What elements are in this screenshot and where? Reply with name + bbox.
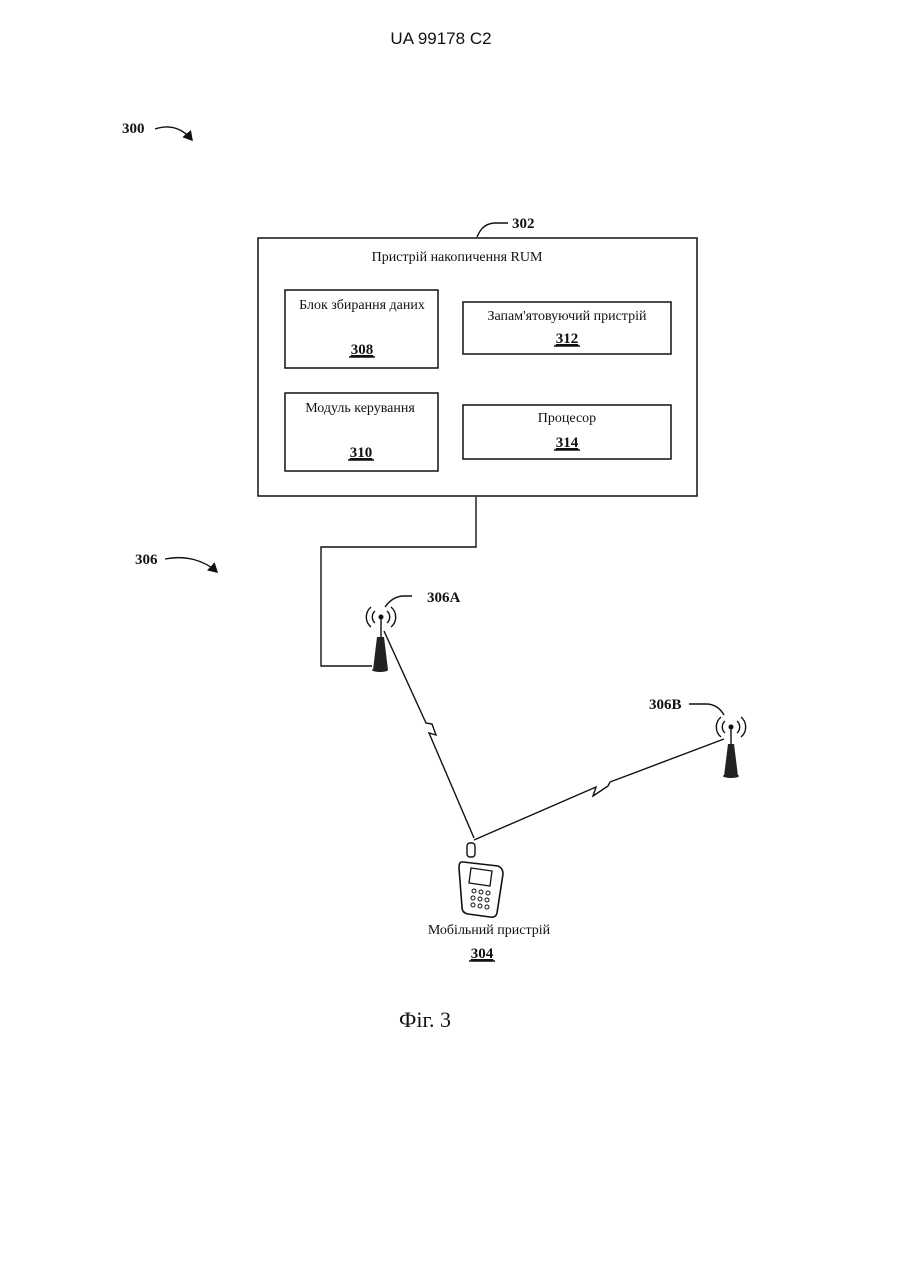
mobile-device-label: Мобільний пристрій	[428, 923, 551, 938]
ref-306a-leader	[385, 596, 412, 607]
data-collection-number: 308	[351, 342, 374, 358]
ref-300-label: 300	[122, 121, 145, 137]
rum-device-title: Пристрій накопичення RUM	[372, 250, 543, 265]
figure-caption: Фіг. 3	[399, 1007, 451, 1032]
wireless-link-306b	[474, 739, 724, 840]
antenna-306a-icon	[366, 607, 395, 672]
control-module-number: 310	[350, 445, 373, 461]
mobile-device-number: 304	[471, 946, 494, 962]
processor-label: Процесор	[538, 411, 596, 426]
ref-300-arrow	[155, 127, 192, 140]
wired-link	[321, 497, 476, 666]
patent-number: UA 99178 C2	[390, 29, 491, 48]
control-module-label: Модуль керування	[305, 401, 415, 416]
memory-number: 312	[556, 331, 579, 347]
ref-306a-label: 306A	[427, 590, 461, 606]
wireless-link-306a	[384, 631, 474, 838]
ref-306b-leader	[689, 704, 724, 715]
rum-device-box	[258, 238, 697, 496]
antenna-306b-icon	[716, 717, 745, 778]
processor-number: 314	[556, 435, 579, 451]
ref-306b-label: 306B	[649, 697, 682, 713]
ref-306-label: 306	[135, 552, 158, 568]
ref-302-label: 302	[512, 216, 535, 232]
ref-306-arrow	[165, 558, 217, 572]
mobile-phone-icon	[459, 843, 503, 917]
data-collection-label: Блок збирання даних	[299, 298, 425, 313]
ref-302-leader	[477, 223, 508, 237]
memory-label: Запам'ятовуючий пристрій	[488, 309, 647, 324]
